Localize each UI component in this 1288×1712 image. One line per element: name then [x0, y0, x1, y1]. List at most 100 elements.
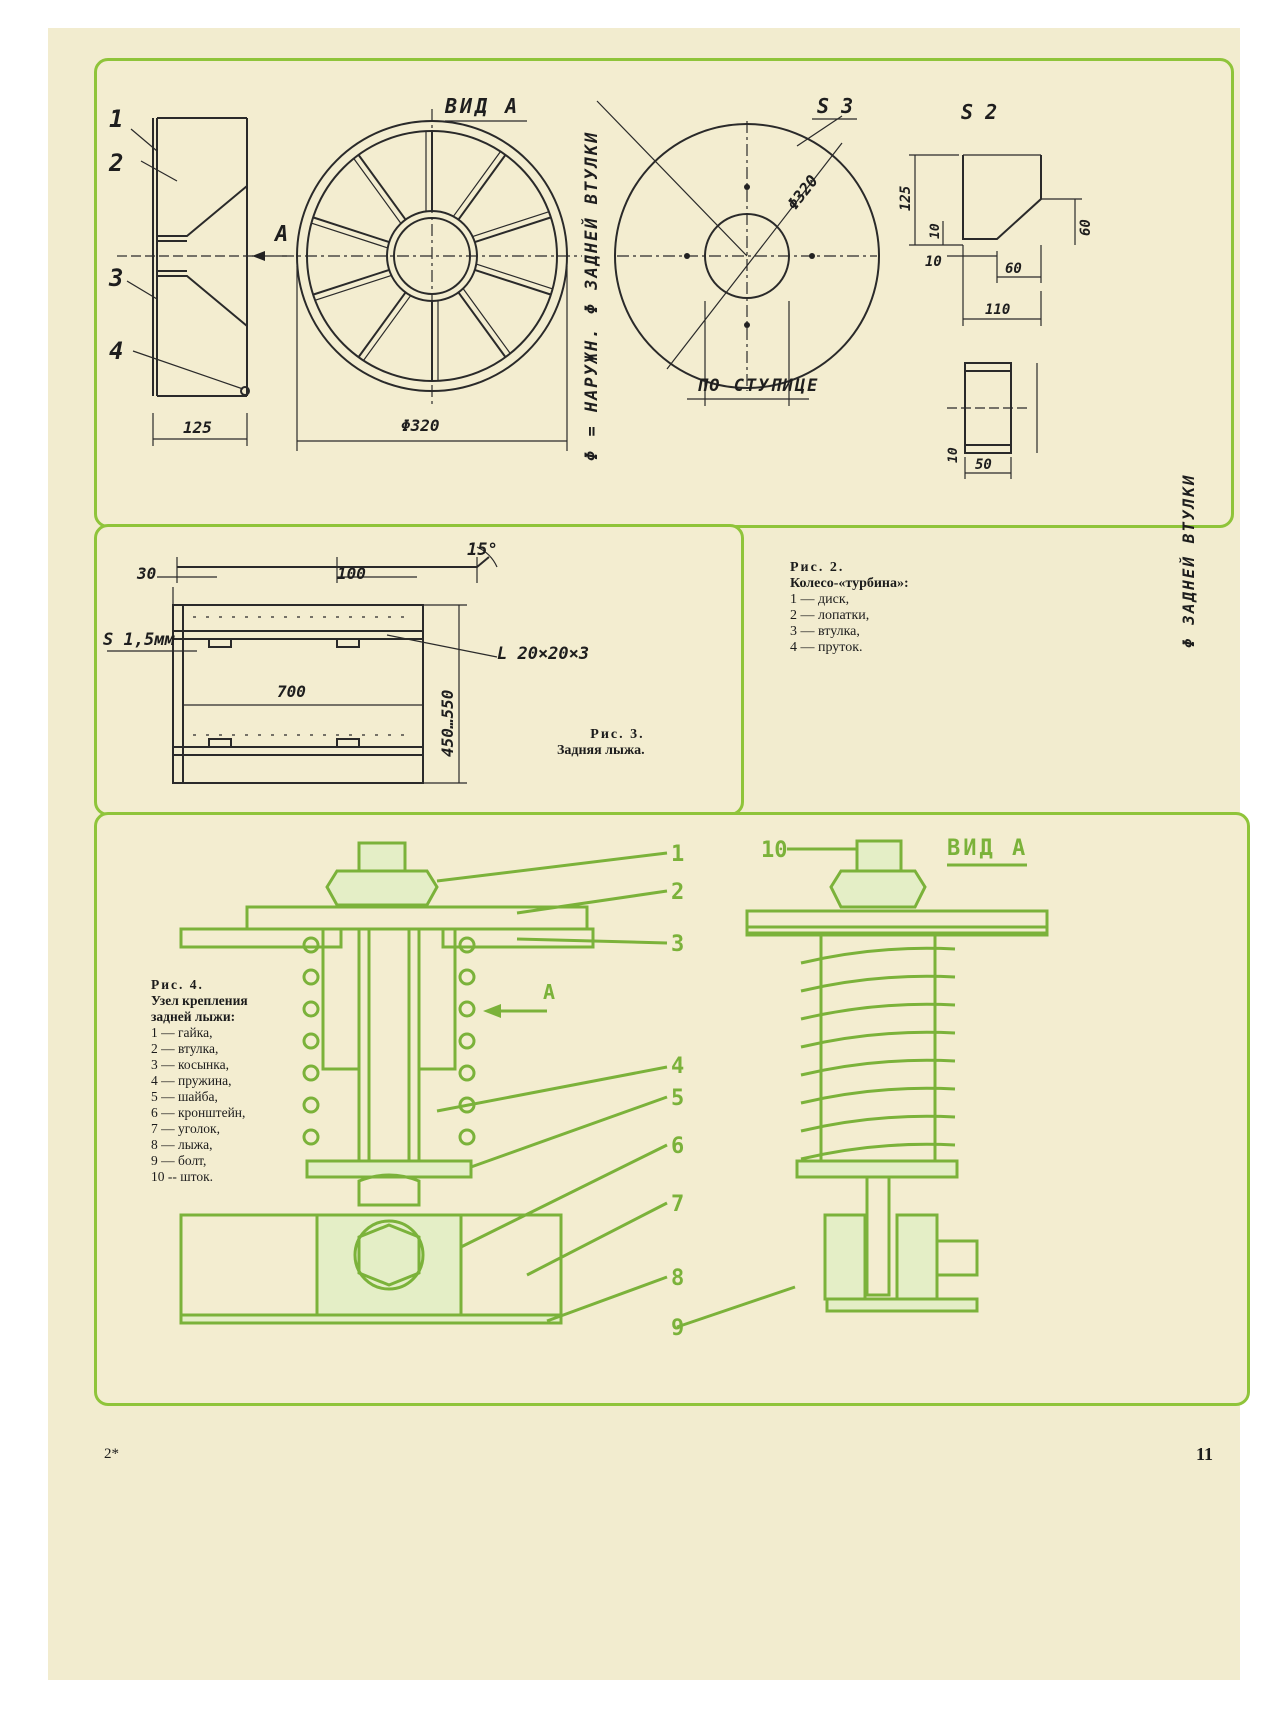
- callout-5: 5: [671, 1086, 684, 1111]
- spring-coil: [302, 936, 320, 954]
- view-a-title: ВИД А: [947, 836, 1028, 861]
- spring-coil: [800, 974, 956, 993]
- callout-9: 9: [671, 1316, 684, 1341]
- wheel-blade-edge: [362, 295, 411, 362]
- section-view: [179, 841, 595, 1325]
- figure-4-caption: Рис. 4. Узел крепления задней лыжи: 1 — …: [151, 977, 248, 1185]
- spring-coils-side: [800, 946, 956, 1161]
- leader-lines: [436, 847, 867, 1329]
- disk-thickness: S 3: [817, 94, 853, 118]
- wheel-blade: [357, 291, 407, 358]
- magazine-page: 1 2 3 4 А 125 Φ320 ВИД А Φ = НАРУ: [48, 28, 1250, 1680]
- legend-item: 7 — уголок,: [151, 1121, 220, 1136]
- callout-2: 2: [108, 149, 123, 177]
- legend-item: 8 — лыжа,: [151, 1137, 213, 1152]
- page-number: 11: [1196, 1444, 1214, 1464]
- wheel-blade-edge: [462, 288, 511, 354]
- wheel-blade-edge: [476, 263, 553, 290]
- figure-2-title: Колесо-«турбина»:: [790, 576, 909, 591]
- spring-coil: [800, 1086, 956, 1105]
- figure-4-panel: А 1 2 3 4 5 6 7 8 9 10: [94, 812, 1250, 1406]
- blade-dim-10v: 10: [928, 223, 943, 239]
- legend-item: 9 — болт,: [151, 1153, 207, 1168]
- callout-7: 7: [671, 1192, 684, 1217]
- dim-30: 30: [136, 564, 156, 583]
- figure-3-caption: Рис. 3. Задняя лыжа.: [557, 727, 645, 759]
- blade-dim-60h: 60: [1005, 261, 1022, 277]
- spring-coil: [302, 1128, 320, 1146]
- disk-view: [596, 100, 880, 406]
- blade-dim-110: 110: [985, 302, 1010, 318]
- disk-diameter: Φ320: [783, 171, 822, 213]
- callout-10: 10: [761, 838, 788, 863]
- wheel-side-profile: [117, 117, 287, 446]
- page-marker-left: 2*: [104, 1446, 119, 1462]
- hub-label: ПО СТУПИЦЕ: [697, 376, 819, 396]
- wheel-blade: [457, 154, 507, 221]
- spring-coil: [458, 1128, 476, 1146]
- wheel-blade: [357, 154, 407, 221]
- spring-coils: [302, 936, 476, 1146]
- wheel-blade-edge: [353, 158, 402, 224]
- sleeve-detail: [947, 362, 1038, 479]
- angle-profile: L 20×20×3: [497, 644, 589, 664]
- view-arrow-label: А: [273, 222, 288, 247]
- blade-detail: [909, 154, 1082, 326]
- spring-coil: [800, 1142, 956, 1161]
- dim-700: 700: [277, 682, 306, 701]
- figure-2-caption: Рис. 2. Колесо-«турбина»: 1 — диск, 2 — …: [790, 560, 909, 656]
- blade-dim-60v: 60: [1078, 219, 1094, 236]
- spring-coil: [800, 1002, 956, 1021]
- spring-coil: [302, 1000, 320, 1018]
- callout-6: 6: [671, 1134, 684, 1159]
- wheel-blade: [457, 291, 507, 358]
- spring-coil: [458, 968, 476, 986]
- spring-coil: [458, 1032, 476, 1050]
- wheel-blade-edge: [311, 222, 388, 249]
- figure-2-panel: 1 2 3 4 А 125 Φ320 ВИД А Φ = НАРУ: [94, 58, 1234, 528]
- dim-15deg: 15°: [467, 540, 498, 560]
- spring-coil: [458, 1064, 476, 1082]
- figure-3-title: Задняя лыжа.: [557, 743, 645, 758]
- figure-2-drawing: 1 2 3 4 А 125 Φ320 ВИД А Φ = НАРУ: [108, 94, 1094, 479]
- spring-coil: [458, 936, 476, 954]
- legend-item: 2 — втулка,: [151, 1041, 219, 1056]
- blade-dim-125: 125: [898, 186, 914, 211]
- blade-thickness: S 2: [961, 100, 997, 124]
- wheel-blade: [474, 216, 552, 244]
- spring-coil: [800, 1114, 956, 1133]
- callout-8: 8: [671, 1266, 684, 1291]
- legend-item: 4 — пружина,: [151, 1073, 232, 1088]
- legend-item: 1 — диск,: [790, 592, 850, 607]
- wheel-blade: [312, 268, 390, 296]
- callout-3: 3: [108, 264, 123, 292]
- callout-4: 4: [109, 337, 123, 365]
- view-arrow-label-a: А: [543, 980, 555, 1004]
- spring-coil: [800, 1058, 956, 1077]
- dim-100: 100: [337, 564, 366, 583]
- figure-3-number: Рис. 3.: [590, 727, 645, 742]
- wheel-front-view: [282, 109, 582, 451]
- figure-4-title-line-1: Узел крепления: [151, 993, 248, 1008]
- dim-125-side: 125: [183, 418, 212, 437]
- side-view-a: [745, 839, 1049, 1313]
- sleeve-dim-10: 10: [946, 447, 961, 463]
- view-a-title: ВИД А: [444, 94, 520, 118]
- sleeve-diameter-note: Φ ЗАДНЕЙ ВТУЛКИ: [1179, 474, 1198, 649]
- outer-diameter-note: Φ = НАРУЖН. Φ ЗАДНЕЙ ВТУЛКИ: [580, 131, 602, 461]
- callout-3: 3: [671, 932, 684, 957]
- sheet-thickness: S 1,5мм: [103, 630, 175, 650]
- sleeve-dim-50: 50: [975, 457, 992, 473]
- callout-2: 2: [671, 880, 684, 905]
- callout-4: 4: [671, 1054, 684, 1079]
- legend-item: 6 — кронштейн,: [151, 1105, 246, 1120]
- spring-coil: [458, 1000, 476, 1018]
- spring-coil: [800, 1030, 956, 1049]
- spring-coil: [302, 1064, 320, 1082]
- dim-height: 450…550: [438, 690, 457, 757]
- figure-3-panel: 15° 30 100 S 1,5мм L 20×20×3 700 450…550…: [94, 524, 744, 816]
- figure-4-title-line-2: задней лыжи:: [151, 1009, 236, 1024]
- callout-1: 1: [109, 105, 123, 133]
- legend-item: 10 -- шток.: [151, 1169, 214, 1184]
- figure-4-number: Рис. 4.: [151, 977, 204, 992]
